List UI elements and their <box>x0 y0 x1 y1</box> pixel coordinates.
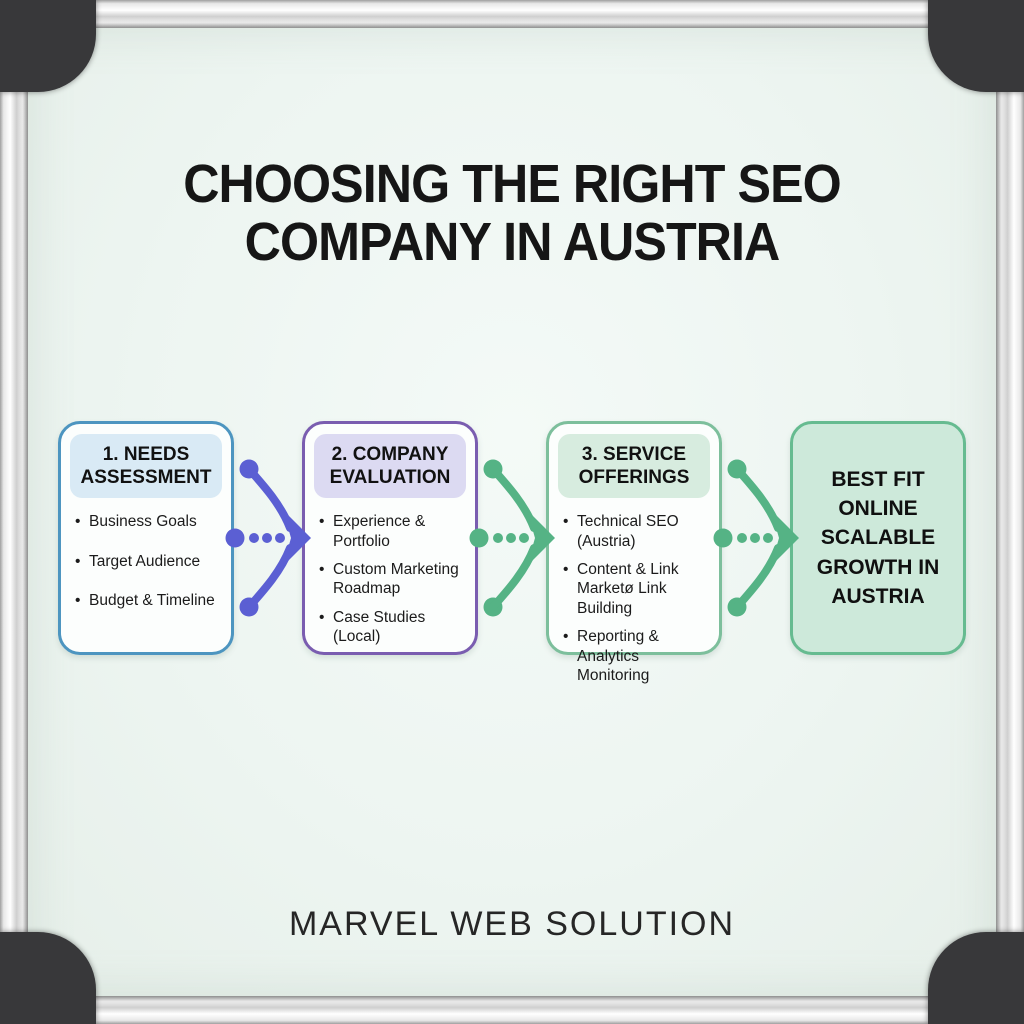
step-header: 1. NEEDS ASSESSMENT <box>70 434 222 499</box>
flow-arrow-icon <box>469 453 555 623</box>
frame-rail-left <box>0 0 30 1024</box>
bullet-item: Budget & Timeline <box>75 591 225 611</box>
bullet-list: Technical SEO (Austria) Content & Link M… <box>549 512 719 685</box>
brand-footer: MARVEL WEB SOLUTION <box>288 905 736 943</box>
bullet-item: Business Goals <box>75 512 225 532</box>
step-header: 3. SERVICE OFFERINGS <box>558 434 710 499</box>
result-box: BEST FIT ONLINE SCALABLE GROWTH IN AUSTR… <box>790 421 966 655</box>
bullet-item: Case Studies (Local) <box>319 608 469 647</box>
frame-rail-bottom <box>0 994 1024 1024</box>
flow-diagram: 1. NEEDS ASSESSMENT Business Goals Targe… <box>58 421 966 684</box>
bullet-item: Target Audience <box>75 552 225 572</box>
flow-arrow-icon <box>225 453 311 623</box>
bullet-item: Content & Link Marketø Link Building <box>563 560 713 618</box>
frame-rail-right <box>994 0 1024 1024</box>
bullet-list: Business Goals Target Audience Budget & … <box>61 512 231 611</box>
bullet-item: Custom Marketing Roadmap <box>319 560 469 599</box>
step-box-company-evaluation: 2. COMPANY EVALUATION Experience & Portf… <box>302 421 478 655</box>
flow-arrow-icon <box>713 453 799 623</box>
frame-rail-top <box>0 0 1024 30</box>
diagram-title: CHOOSING THE RIGHT SEO COMPANY IN AUSTRI… <box>183 154 841 272</box>
step-box-service-offerings: 3. SERVICE OFFERINGS Technical SEO (Aust… <box>546 421 722 684</box>
step-header: 2. COMPANY EVALUATION <box>314 434 466 499</box>
bullet-item: Experience & Portfolio <box>319 512 469 551</box>
bullet-item: Technical SEO (Austria) <box>563 512 713 551</box>
board-surface: CHOOSING THE RIGHT SEO COMPANY IN AUSTRI… <box>28 28 996 996</box>
result-label: BEST FIT ONLINE SCALABLE GROWTH IN AUSTR… <box>816 467 940 609</box>
step-box-needs-assessment: 1. NEEDS ASSESSMENT Business Goals Targe… <box>58 421 234 655</box>
bullet-list: Experience & Portfolio Custom Marketing … <box>305 512 475 646</box>
bullet-item: Reporting & Analytics Monitoring <box>563 627 713 685</box>
